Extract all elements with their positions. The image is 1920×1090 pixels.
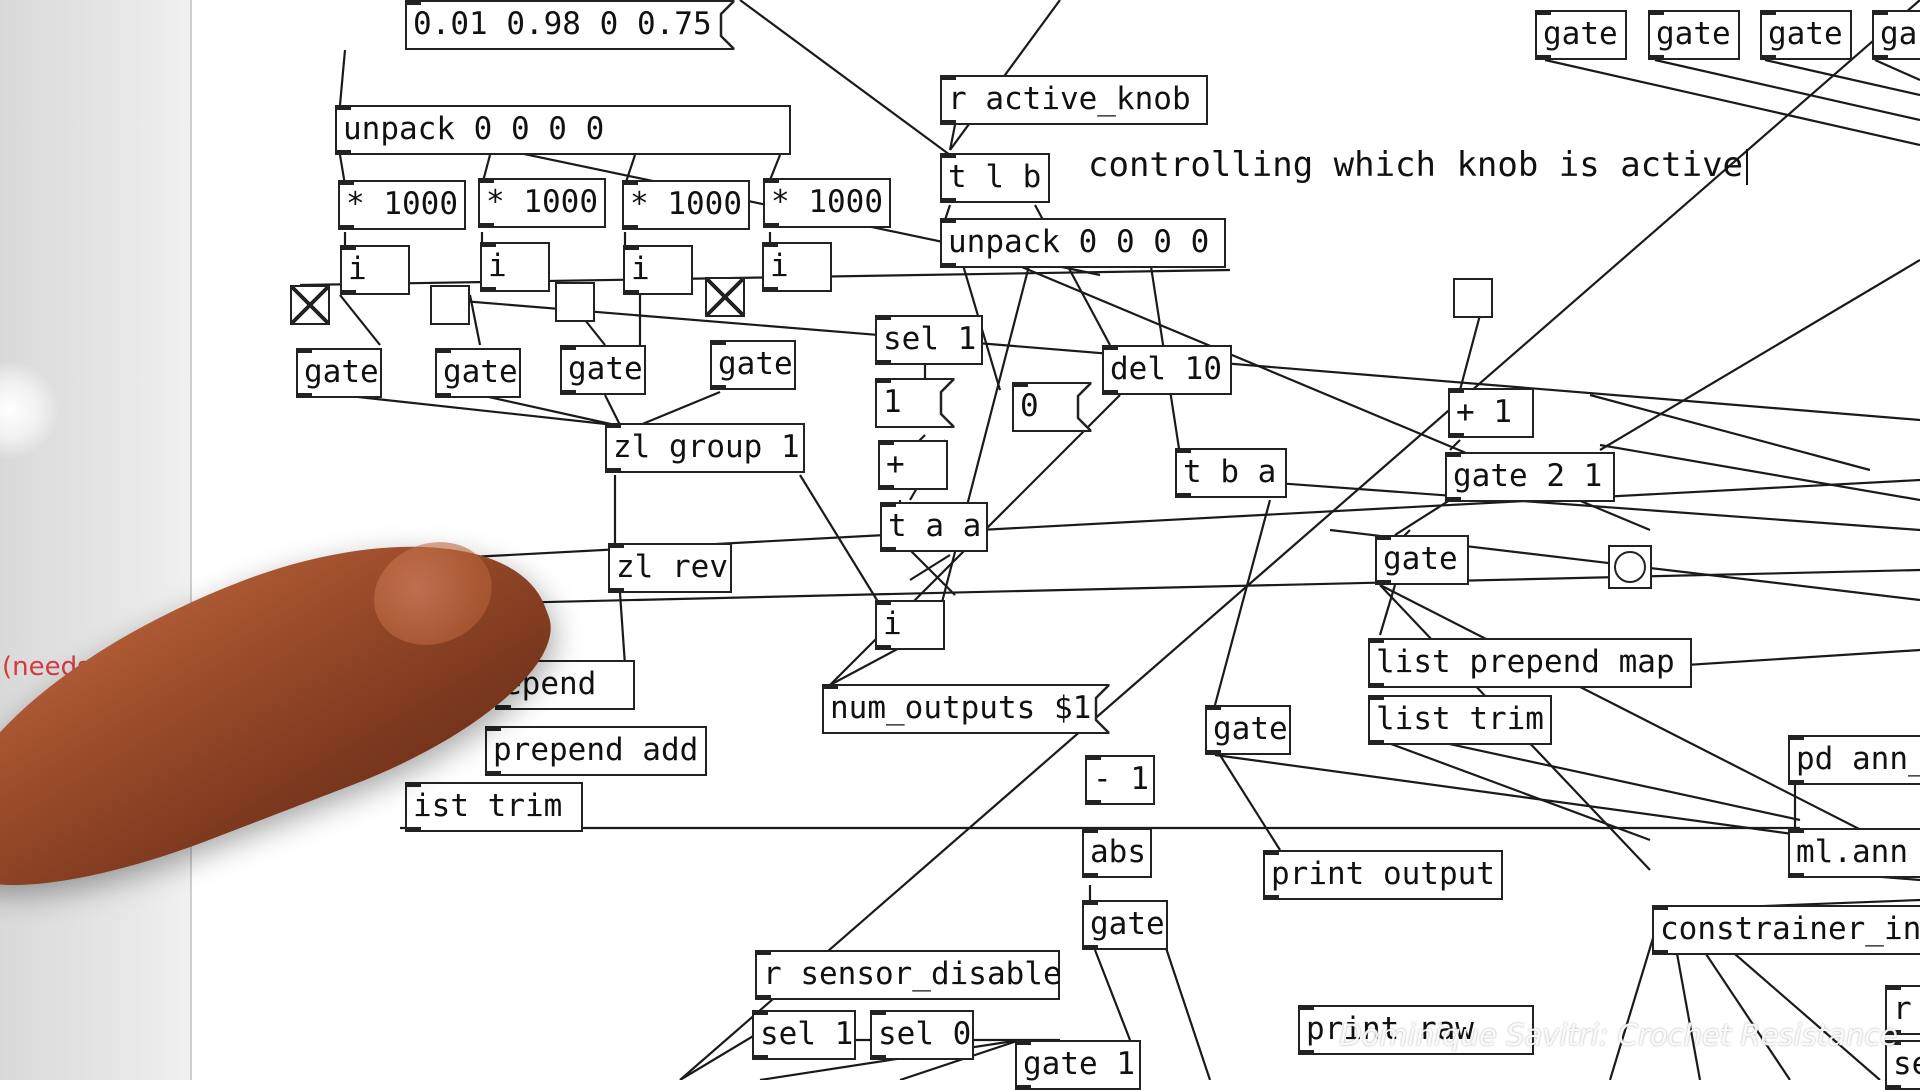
object-i-1[interactable]: i: [340, 245, 410, 295]
object-i-4[interactable]: i: [762, 242, 832, 292]
message-num-outputs[interactable]: num_outputs $1: [822, 684, 1110, 734]
object-print-output[interactable]: print output: [1263, 850, 1503, 900]
object-gate-low[interactable]: gate: [1082, 900, 1168, 950]
toggle-2[interactable]: [430, 285, 470, 325]
object-list-trim-right[interactable]: list trim: [1368, 695, 1552, 745]
object-mul-4[interactable]: * 1000: [763, 178, 891, 228]
object-plus-1[interactable]: + 1: [1448, 388, 1534, 438]
watermark: Dominique Savitri: Crochet Resistance: [1339, 1018, 1898, 1052]
object-gate-left-1[interactable]: gate: [296, 348, 382, 398]
object-mul-1[interactable]: * 1000: [338, 180, 466, 230]
object-pd-ann[interactable]: pd ann_: [1788, 735, 1920, 785]
toggle-6[interactable]: [1453, 278, 1493, 318]
object-top-gate-3[interactable]: gate: [1760, 10, 1852, 60]
object-ml-ann[interactable]: ml.ann: [1788, 828, 1920, 878]
toggle-3[interactable]: [555, 282, 595, 322]
toggle-4[interactable]: [705, 277, 745, 317]
object-prepend-add[interactable]: prepend add: [485, 726, 707, 776]
object-top-gate-1[interactable]: gate: [1535, 10, 1627, 60]
object-minus-1[interactable]: - 1: [1085, 755, 1155, 805]
object-plus[interactable]: +: [878, 440, 948, 490]
object-list-prepend-map[interactable]: list prepend map: [1368, 638, 1692, 688]
object-sel-0[interactable]: sel 0: [870, 1010, 974, 1060]
left-panel: [0, 0, 192, 1080]
text-cursor: [1746, 148, 1749, 185]
message-init-values[interactable]: 0.01 0.98 0 0.75: [405, 0, 735, 50]
object-gate-left-4[interactable]: gate: [710, 340, 796, 390]
object-r-active-knob[interactable]: r active_knob: [940, 75, 1208, 125]
toggle-1[interactable]: [290, 285, 330, 325]
object-print-raw[interactable]: print raw: [1298, 1005, 1534, 1055]
object-gate-mid[interactable]: gate: [1205, 705, 1291, 755]
object-zl-group[interactable]: zl group 1: [605, 423, 805, 473]
object-gate-right[interactable]: gate: [1375, 535, 1469, 585]
object-sel-1-bottom[interactable]: sel 1: [752, 1010, 856, 1060]
object-del-10[interactable]: del 10: [1102, 345, 1232, 395]
object-unpack-mid[interactable]: unpack 0 0 0 0: [940, 218, 1226, 268]
object-t-a-a[interactable]: t a a: [880, 502, 988, 552]
object-edge-r[interactable]: r: [1885, 985, 1920, 1035]
object-i-2[interactable]: i: [480, 242, 550, 292]
object-abs[interactable]: abs: [1082, 828, 1152, 878]
object-gate-1[interactable]: gate 1: [1015, 1040, 1141, 1090]
message-zero[interactable]: 0: [1012, 382, 1092, 432]
message-one[interactable]: 1: [875, 378, 955, 428]
object-zl-rev[interactable]: zl rev: [608, 543, 732, 593]
object-list-trim-left[interactable]: ist trim: [405, 782, 583, 832]
object-mul-2[interactable]: * 1000: [478, 178, 606, 228]
object-mul-3[interactable]: * 1000: [622, 180, 750, 230]
object-gate-left-2[interactable]: gate: [435, 348, 521, 398]
object-t-l-b[interactable]: t l b: [940, 153, 1050, 203]
object-constrainer[interactable]: constrainer_in: [1652, 905, 1920, 955]
object-gate-2-1[interactable]: gate 2 1: [1445, 452, 1615, 502]
object-r-sensor-disable[interactable]: r sensor_disable: [755, 950, 1062, 1000]
object-i-mid[interactable]: i: [875, 600, 945, 650]
object-sel-1-top[interactable]: sel 1: [875, 315, 983, 365]
object-top-gate-2[interactable]: gate: [1648, 10, 1740, 60]
object-t-b-a[interactable]: t b a: [1175, 448, 1287, 498]
object-gate-left-3[interactable]: gate: [560, 345, 646, 395]
comment-text: controlling which knob is active: [1088, 145, 1744, 185]
object-unpack-top[interactable]: unpack 0 0 0 0: [335, 105, 791, 155]
comment-active-knob: controlling which knob is active: [1088, 145, 1749, 185]
object-top-gate-4[interactable]: ga: [1872, 10, 1920, 60]
object-i-3[interactable]: i: [623, 245, 693, 295]
bang-button[interactable]: [1608, 545, 1652, 589]
